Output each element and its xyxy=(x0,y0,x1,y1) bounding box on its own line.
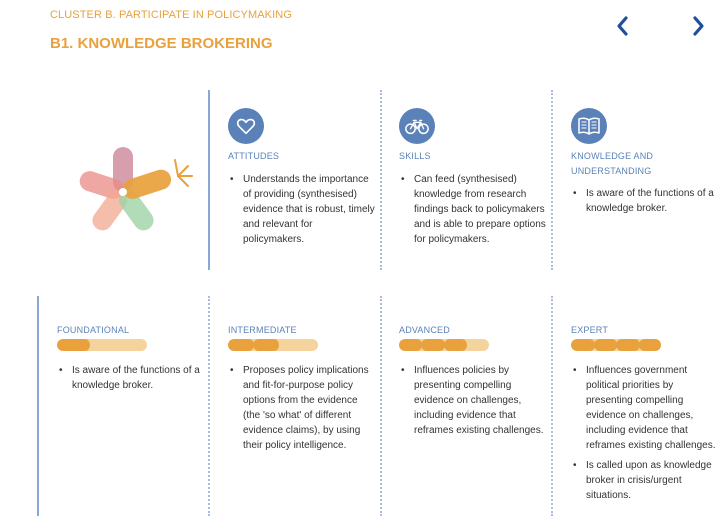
level-divider xyxy=(551,296,553,516)
level-progress-segment xyxy=(616,339,641,351)
category-label-attitudes: ATTITUDES xyxy=(228,151,280,161)
category-divider xyxy=(380,90,382,270)
level-progress-segment xyxy=(228,339,255,351)
category-label-knowledge: KNOWLEDGE AND UNDERSTANDING xyxy=(571,151,654,176)
level-progress-segment xyxy=(253,339,280,351)
level-progress-segment xyxy=(443,339,468,351)
level-divider xyxy=(380,296,382,516)
level-progress-bar xyxy=(228,339,318,351)
bicycle-icon xyxy=(405,119,429,135)
advanced-list: Influences policies by presenting compel… xyxy=(399,363,547,443)
level-progress-segment xyxy=(57,339,91,351)
chevron-right-icon xyxy=(693,16,704,36)
page-title: B1. KNOWLEDGE BROKERING xyxy=(50,35,273,52)
foundational-list: Is aware of the functions of a knowledge… xyxy=(57,363,202,398)
competence-star-logo xyxy=(79,147,193,231)
level-progress-segment xyxy=(593,339,618,351)
level-label-expert: EXPERT xyxy=(571,325,609,335)
next-button[interactable] xyxy=(686,14,710,38)
book-icon xyxy=(578,117,600,135)
list-item: Influences policies by presenting compel… xyxy=(399,363,547,438)
category-divider xyxy=(551,90,553,270)
knowledge-list: Is aware of the functions of a knowledge… xyxy=(571,186,719,221)
skills-list: Can feed (synthesised) knowledge from re… xyxy=(399,172,547,252)
skills-bicycle-icon xyxy=(399,108,435,144)
level-progress-segment xyxy=(421,339,446,351)
attitudes-list: Understands the importance of providing … xyxy=(228,172,376,252)
list-item: Is called upon as knowledge broker in cr… xyxy=(571,458,716,503)
level-divider xyxy=(37,296,39,516)
list-item: Is aware of the functions of a knowledge… xyxy=(571,186,719,216)
expert-list: Influences government political prioriti… xyxy=(571,363,716,508)
level-progress-segment xyxy=(638,339,661,351)
intermediate-list: Proposes policy implications and fit-for… xyxy=(228,363,376,458)
category-divider xyxy=(208,90,210,270)
knowledge-book-icon xyxy=(571,108,607,144)
level-divider xyxy=(208,296,210,516)
heart-icon xyxy=(236,118,256,135)
list-item: Can feed (synthesised) knowledge from re… xyxy=(399,172,547,247)
list-item: Understands the importance of providing … xyxy=(228,172,376,247)
level-label-advanced: ADVANCED xyxy=(399,325,450,335)
level-label-foundational: FOUNDATIONAL xyxy=(57,325,130,335)
cluster-label: CLUSTER B. PARTICIPATE IN POLICYMAKING xyxy=(50,9,292,21)
level-progress-bar xyxy=(571,339,661,351)
list-item: Proposes policy implications and fit-for… xyxy=(228,363,376,453)
level-progress-bar xyxy=(399,339,489,351)
level-label-intermediate: INTERMEDIATE xyxy=(228,325,297,335)
attitudes-heart-icon xyxy=(228,108,264,144)
level-progress-segment xyxy=(399,339,424,351)
list-item: Is aware of the functions of a knowledge… xyxy=(57,363,202,393)
level-progress-bar xyxy=(57,339,147,351)
list-item: Influences government political prioriti… xyxy=(571,363,716,453)
category-label-skills: SKILLS xyxy=(399,151,431,161)
chevron-left-icon xyxy=(617,16,628,36)
level-progress-segment xyxy=(571,339,596,351)
previous-button[interactable] xyxy=(611,14,635,38)
